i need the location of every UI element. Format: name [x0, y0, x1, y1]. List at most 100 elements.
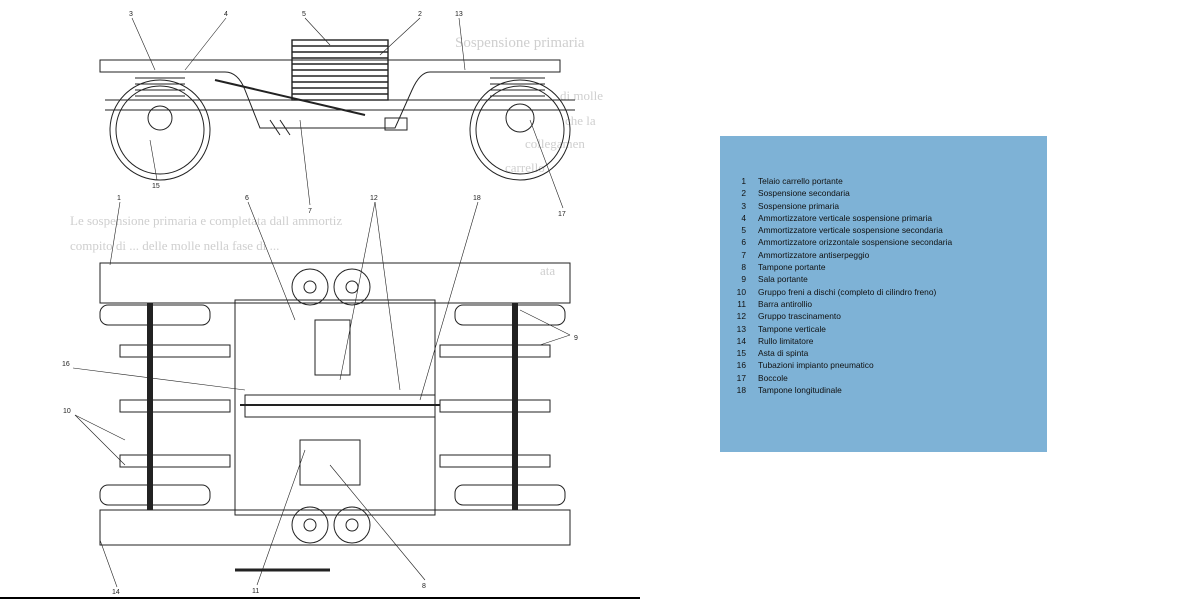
legend-item-number: 13	[736, 323, 746, 334]
legend-item-label: Ammortizzatore verticale sospensione pri…	[758, 212, 933, 223]
legend-item-number: 11	[737, 298, 746, 309]
legend-item: 5 Ammortizzatore verticale sospensione se…	[720, 224, 1047, 236]
wheel-left	[109, 79, 211, 181]
legend-item-number: 1	[741, 176, 746, 186]
primary-spring-left	[135, 71, 185, 97]
legend-item: 6 Ammortizzatore orizzontale sospensione …	[720, 236, 1047, 248]
callout-17: 17	[558, 211, 566, 218]
callout-11: 11	[252, 588, 259, 595]
background-line: compito di ... delle molle nella fase di…	[70, 238, 279, 253]
legend-item: 15 Asta di spinta	[720, 347, 1047, 359]
legend-item-number: 18	[736, 385, 746, 396]
legend-item: 14 Rullo limitatore	[720, 335, 1047, 347]
callout-8: 8	[422, 583, 426, 590]
frame-top-longitudinal	[99, 262, 571, 304]
background-line: Le sospensione primaria e completata dal…	[70, 213, 342, 228]
legend-item: 16 Tubazioni impianto pneumatico	[720, 359, 1047, 371]
legend-item-label: Tubazioni impianto pneumatico	[758, 360, 874, 371]
legend-item-number: 6	[741, 237, 746, 248]
legend-item-label: Telaio carrello portante	[758, 176, 843, 186]
legend-item-number: 3	[741, 200, 746, 211]
background-line: che la	[565, 113, 596, 128]
component-legend: 1 Telaio carrello portante 2 Sospensione se…	[720, 136, 1047, 452]
bearing-pad	[299, 439, 361, 486]
legend-item-number: 17	[736, 372, 746, 383]
center-block	[314, 319, 351, 376]
legend-item-label: Gruppo freni a dischi (completo di cilin…	[758, 286, 937, 297]
side-frame	[99, 59, 561, 129]
legend-item-label: Sospensione primaria	[758, 200, 840, 211]
callout-6: 6	[245, 195, 249, 202]
legend-item-number: 16	[736, 360, 746, 371]
legend-item-label: Tampone longitudinale	[758, 385, 842, 396]
bogie-technical-drawing: Sospensione primaria di molle che la col…	[0, 11, 640, 599]
callout-12: 12	[370, 195, 378, 202]
callout-labels: 3 4 5 2 13 15 7 17 1 6 12 18 9 16 10 11 …	[62, 11, 578, 596]
legend-item-label: Ammortizzatore orizzontale sospensione s…	[758, 237, 953, 248]
legend-item: 4 Ammortizzatore verticale sospensione pr…	[720, 212, 1047, 224]
callout-1: 1	[117, 195, 121, 202]
callout-7: 7	[308, 208, 312, 215]
callout-13: 13	[455, 11, 463, 18]
legend-item-label: Tampone verticale	[758, 323, 826, 334]
callout-15: 15	[152, 183, 160, 190]
legend-item: 12 Gruppo trascinamento	[720, 310, 1047, 322]
legend-item: 13 Tampone verticale	[720, 323, 1047, 335]
legend-item-label: Ammortizzatore antiserpeggio	[758, 249, 870, 260]
legend-item-label: Rullo limitatore	[758, 335, 814, 346]
legend-item-label: Barra antirollio	[758, 298, 812, 309]
secondary-springs-plan	[291, 268, 371, 544]
callout-14: 14	[112, 589, 120, 596]
plan-view	[0, 262, 640, 599]
background-line: collegamen	[525, 136, 585, 151]
legend-item: 10 Gruppo freni a dischi (completo di cil…	[720, 286, 1047, 298]
primary-spring-right	[490, 71, 545, 97]
legend-item-number: 5	[741, 225, 746, 236]
legend-item: 18 Tampone longitudinale	[720, 384, 1047, 396]
callout-9: 9	[574, 335, 578, 342]
legend-item-number: 2	[741, 188, 746, 199]
legend-item: 11 Barra antirollio	[720, 298, 1047, 310]
legend-item-label: Ammortizzatore verticale sospensione sec…	[758, 225, 943, 236]
legend-item: 9 Sala portante	[720, 273, 1047, 285]
legend-item-number: 4	[741, 212, 746, 223]
legend-item-label: Asta di spinta	[758, 348, 809, 359]
legend-item: 8 Tampone portante	[720, 261, 1047, 273]
callout-3: 3	[129, 11, 133, 18]
legend-item-number: 14	[736, 335, 746, 346]
legend-item-number: 8	[741, 262, 746, 273]
legend-list: 1 Telaio carrello portante 2 Sospensione se…	[720, 136, 1047, 396]
callout-10: 10	[63, 408, 71, 415]
background-scan-text: Sospensione primaria di molle che la col…	[70, 35, 603, 278]
legend-item: 1 Telaio carrello portante	[720, 175, 1047, 187]
callout-2: 2	[418, 11, 422, 18]
legend-item-label: Tampone portante	[758, 262, 826, 273]
background-line: ata	[540, 263, 555, 278]
frame-center	[234, 299, 436, 516]
side-view	[99, 39, 575, 181]
legend-item-number: 9	[741, 274, 746, 285]
callout-leaders	[72, 17, 571, 588]
wheels-plan	[99, 304, 566, 506]
legend-item-number: 12	[736, 311, 746, 322]
callout-5: 5	[302, 11, 306, 18]
yaw-damper	[214, 79, 366, 116]
legend-item-label: Sala portante	[758, 274, 808, 285]
legend-item-label: Boccole	[758, 372, 788, 383]
legend-item: 17 Boccole	[720, 372, 1047, 384]
legend-item-number: 15	[736, 348, 746, 359]
background-heading: Sospensione primaria	[455, 35, 585, 51]
legend-item: 3 Sospensione primaria	[720, 200, 1047, 212]
secondary-spring	[291, 39, 389, 101]
callout-18: 18	[473, 195, 481, 202]
legend-item-number: 10	[736, 286, 746, 297]
callout-4: 4	[224, 11, 228, 18]
legend-item-label: Gruppo trascinamento	[758, 311, 841, 322]
wheel-right	[469, 79, 571, 181]
callout-16: 16	[62, 361, 70, 368]
frame-bottom-longitudinal	[99, 509, 571, 546]
legend-item-label: Sospensione secondaria	[758, 188, 850, 199]
background-line: di molle	[560, 88, 603, 103]
legend-item: 2 Sospensione secondaria	[720, 187, 1047, 199]
